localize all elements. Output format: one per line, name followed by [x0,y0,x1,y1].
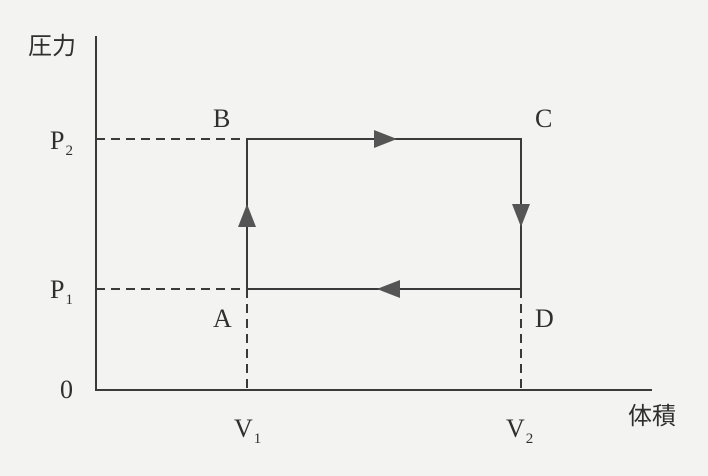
arrow-right-icon [374,130,397,148]
x-axis-label: 体積 [628,402,676,430]
point-c-label: C [535,104,553,133]
arrow-up-icon [238,204,256,227]
origin-label: 0 [60,375,73,404]
v2-tick-label: V2 [506,414,534,447]
p2-tick-label: P2 [50,126,73,159]
arrow-left-icon [377,280,400,298]
point-d-label: D [535,304,554,333]
arrow-down-icon [512,204,530,227]
point-a-label: A [213,304,232,333]
p1-tick-label: P1 [50,275,73,308]
y-axis-label: 圧力 [28,32,76,60]
v1-tick-label: V1 [234,414,262,447]
point-b-label: B [213,104,231,133]
